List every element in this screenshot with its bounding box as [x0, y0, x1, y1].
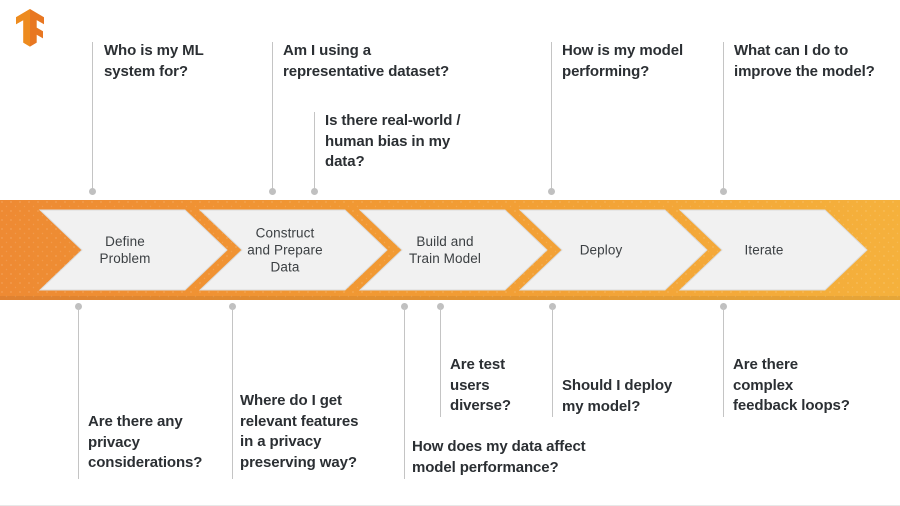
tensorflow-logo	[12, 8, 48, 48]
callout-who-is-my-ml-system-for: Who is my ML system for?	[104, 42, 204, 80]
callout-test-users-diverse: Are test users diverse?	[450, 356, 511, 414]
callout-improve-the-model: What can I do to improve the model?	[734, 42, 875, 80]
connector-line-below-6	[723, 307, 724, 417]
connector-dot-below-3	[401, 303, 408, 310]
callout-should-i-deploy-my-model: Should I deploy my model?	[562, 377, 673, 415]
step-label-iterate: Iterate	[744, 242, 784, 258]
connector-line-above-1	[92, 42, 93, 192]
callout-relevant-features-privacy: Where do I get relevant features in a pr…	[240, 392, 359, 471]
callout-complex-feedback-loops: Are there complex feedback loops?	[733, 356, 850, 414]
connector-dot-below-1	[75, 303, 82, 310]
step-label-deploy: Deploy	[579, 242, 623, 258]
connector-dot-below-6	[720, 303, 727, 310]
connector-dot-below-4	[437, 303, 444, 310]
connector-dot-below-2	[229, 303, 236, 310]
callout-representative-dataset: Am I using a representative dataset?	[283, 42, 450, 80]
callout-data-affect-model-performance: How does my data affect model performanc…	[412, 438, 586, 476]
connector-line-below-1	[78, 307, 79, 479]
callout-how-is-my-model-performing: How is my model performing?	[562, 42, 684, 80]
step-label-construct-prepare-data: Construct and Prepare Data	[247, 225, 323, 275]
connector-line-above-4	[551, 42, 552, 192]
callout-real-world-human-bias: Is there real-world / human bias in my d…	[325, 112, 461, 170]
connector-line-above-2	[272, 42, 273, 192]
connector-line-below-5	[552, 307, 553, 417]
step-label-define-problem: Define Problem	[99, 234, 151, 266]
connector-dot-above-4	[548, 188, 555, 195]
chevron-shapes	[38, 209, 868, 291]
connector-dot-below-5	[549, 303, 556, 310]
connector-line-below-2	[232, 307, 233, 479]
connector-dot-above-5	[720, 188, 727, 195]
connector-dot-above-2	[269, 188, 276, 195]
connector-dot-above-3	[311, 188, 318, 195]
connector-line-below-3	[404, 307, 405, 479]
connector-dot-above-1	[89, 188, 96, 195]
process-band	[0, 200, 900, 300]
callout-privacy-considerations: Are there any privacy considerations?	[88, 413, 203, 471]
step-label-build-train-model: Build and Train Model	[409, 234, 481, 266]
connector-line-above-3	[314, 112, 315, 192]
connector-line-above-5	[723, 42, 724, 192]
connector-line-below-4	[440, 307, 441, 417]
